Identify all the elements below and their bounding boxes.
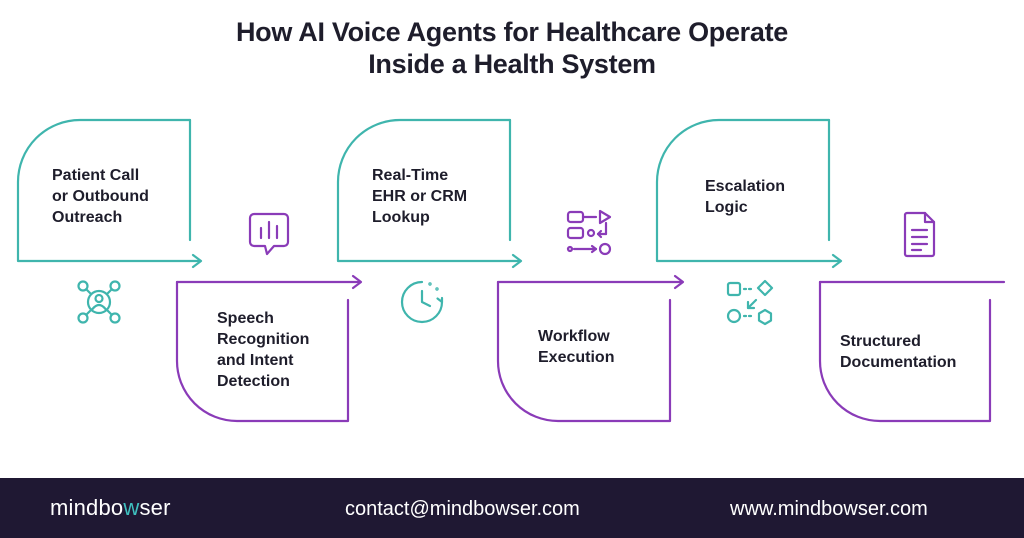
step-1-shape: [16, 118, 203, 269]
process-flow-diagram: [16, 118, 1006, 423]
step-3-label: Real-Time EHR or CRM Lookup: [372, 167, 468, 226]
brand-prefix: mindbo: [50, 495, 124, 520]
step-2-shape: [175, 274, 363, 423]
title-line-1: How AI Voice Agents for Healthcare Opera…: [235, 17, 789, 47]
speech-bubble-icon: [248, 212, 290, 256]
step-5-shape: [655, 118, 843, 269]
step-6-label: Structured Documentation: [840, 333, 957, 371]
step-3-shape: [336, 118, 523, 269]
clock-refresh-icon: [400, 280, 444, 324]
network-user-icon: [77, 280, 121, 324]
website-link[interactable]: www.mindbowser.com: [730, 498, 928, 520]
brand-suffix: ser: [139, 495, 171, 520]
step-6-shape: [818, 280, 1006, 423]
contact-email-link[interactable]: contact@mindbowser.com: [345, 498, 580, 520]
footer-bar: mindbowser contact@mindbowser.com www.mi…: [0, 478, 1024, 538]
step-1-label: Patient Call or Outbound Outreach: [52, 167, 149, 226]
page-title: How AI Voice Agents for Healthcare Opera…: [0, 16, 1024, 80]
step-4-label: Workflow Execution: [538, 328, 615, 366]
brand-accent: w: [123, 495, 140, 520]
brand-logo[interactable]: mindbowser: [50, 494, 171, 522]
step-5-label: Escalation Logic: [705, 178, 786, 216]
workflow-icon: [566, 209, 612, 256]
document-icon: [903, 211, 936, 258]
escalation-shapes-icon: [726, 279, 774, 326]
title-line-2: Inside a Health System: [368, 49, 656, 79]
step-2-label: Speech Recognition and Intent Detection: [217, 310, 310, 390]
step-4-shape: [496, 274, 685, 423]
